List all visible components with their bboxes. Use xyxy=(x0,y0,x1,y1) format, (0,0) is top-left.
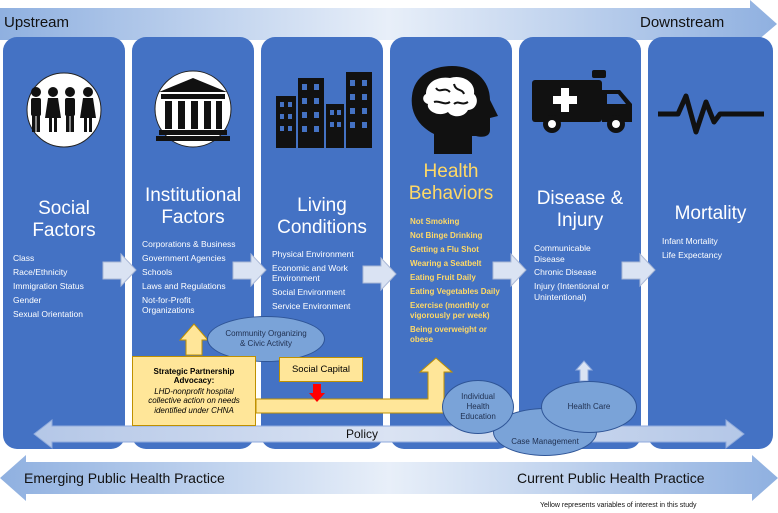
column-title: Disease & Injury xyxy=(536,188,624,231)
column-items: Infant Mortality Life Expectancy xyxy=(662,236,762,264)
list-item: Sexual Orientation xyxy=(13,308,83,319)
institution-icon xyxy=(154,70,232,148)
flow-arrow xyxy=(102,252,137,288)
emerging-practice-label: Emerging Public Health Practice xyxy=(24,470,225,486)
column-title: Mortality xyxy=(674,203,747,224)
strategic-partnership-body: LHD-nonprofit hospital collective action… xyxy=(148,386,240,415)
list-item: Government Agencies xyxy=(142,252,226,263)
column-title: Health Behaviors xyxy=(408,161,494,204)
column-title: Institutional Factors xyxy=(144,185,242,228)
red-down-arrow xyxy=(309,384,325,402)
column-items: Physical Environment Economic and Work E… xyxy=(272,249,372,315)
column-mortality: Mortality Infant Mortality Life Expectan… xyxy=(648,37,773,449)
list-item: Not Binge Drinking xyxy=(410,231,483,240)
list-item: Injury (Intentional or Unintentional) xyxy=(534,281,610,302)
list-item: Physical Environment xyxy=(272,249,354,259)
upstream-downstream-arrow xyxy=(0,0,777,40)
column-title: Living Conditions xyxy=(277,195,367,238)
current-practice-label: Current Public Health Practice xyxy=(517,470,705,486)
health-care-ellipse: Health Care xyxy=(541,381,637,433)
individual-health-education-ellipse: Individual Health Education xyxy=(442,380,514,434)
list-item: Getting a Flu Shot xyxy=(410,245,479,254)
list-item: Social Environment xyxy=(272,287,346,298)
list-item: Immigration Status xyxy=(13,280,84,291)
list-item: Schools xyxy=(142,266,173,277)
list-item: Wearing a Seatbelt xyxy=(410,259,482,268)
list-item: Chronic Disease xyxy=(534,267,597,278)
list-item: Not Smoking xyxy=(410,217,460,226)
buildings-icon xyxy=(276,72,372,148)
health-care-up-arrow xyxy=(574,360,594,382)
strategic-partnership-box: Strategic Partnership Advocacy: LHD-nonp… xyxy=(132,356,256,426)
list-item: Communicable Disease xyxy=(534,243,591,264)
column-items: Communicable Disease Chronic Disease Inj… xyxy=(534,243,634,306)
ambulance-icon xyxy=(532,70,632,133)
strategic-partnership-title: Strategic Partnership Advocacy: xyxy=(153,366,235,386)
upstream-label: Upstream xyxy=(4,14,70,31)
list-item: Not-for-Profit Organizations xyxy=(142,294,195,316)
column-title: Social Factors xyxy=(32,198,96,241)
column-items: Not Smoking Not Binge Drinking Getting a… xyxy=(410,217,506,349)
list-item: Laws and Regulations xyxy=(142,280,226,291)
list-item: Gender xyxy=(13,294,42,305)
social-capital-label: Social Capital xyxy=(291,363,351,375)
people-icon xyxy=(26,72,102,148)
list-item: Infant Mortality xyxy=(662,236,718,246)
flow-arrow xyxy=(621,252,656,288)
list-item: Class xyxy=(13,253,35,263)
list-item: Economic and Work Environment xyxy=(272,262,348,284)
list-item: Corporations & Business xyxy=(142,239,236,249)
heartbeat-icon xyxy=(658,93,764,135)
list-item: Eating Vegetables Daily xyxy=(410,287,500,296)
list-item: Exercise (monthly or vigorously per week… xyxy=(410,301,490,320)
list-item: Being overweight or obese xyxy=(410,325,487,344)
column-items: Class Race/Ethnicity Immigration Status … xyxy=(13,253,113,322)
list-item: Life Expectancy xyxy=(662,249,723,260)
community-organizing-ellipse: Community Organizing & Civic Activity xyxy=(207,316,325,362)
list-item: Service Environment xyxy=(272,301,351,312)
flow-arrow xyxy=(362,256,397,292)
downstream-label: Downstream xyxy=(640,14,725,31)
flow-arrow xyxy=(492,252,527,288)
list-item: Eating Fruit Daily xyxy=(410,273,476,282)
footnote: Yellow represents variables of interest … xyxy=(540,502,697,509)
flow-arrow xyxy=(232,252,267,288)
social-capital-box: Social Capital xyxy=(279,357,363,382)
list-item: Race/Ethnicity xyxy=(13,266,68,277)
column-items: Corporations & Business Government Agenc… xyxy=(142,239,252,319)
brain-head-icon xyxy=(411,66,498,154)
policy-label: Policy xyxy=(346,427,379,441)
